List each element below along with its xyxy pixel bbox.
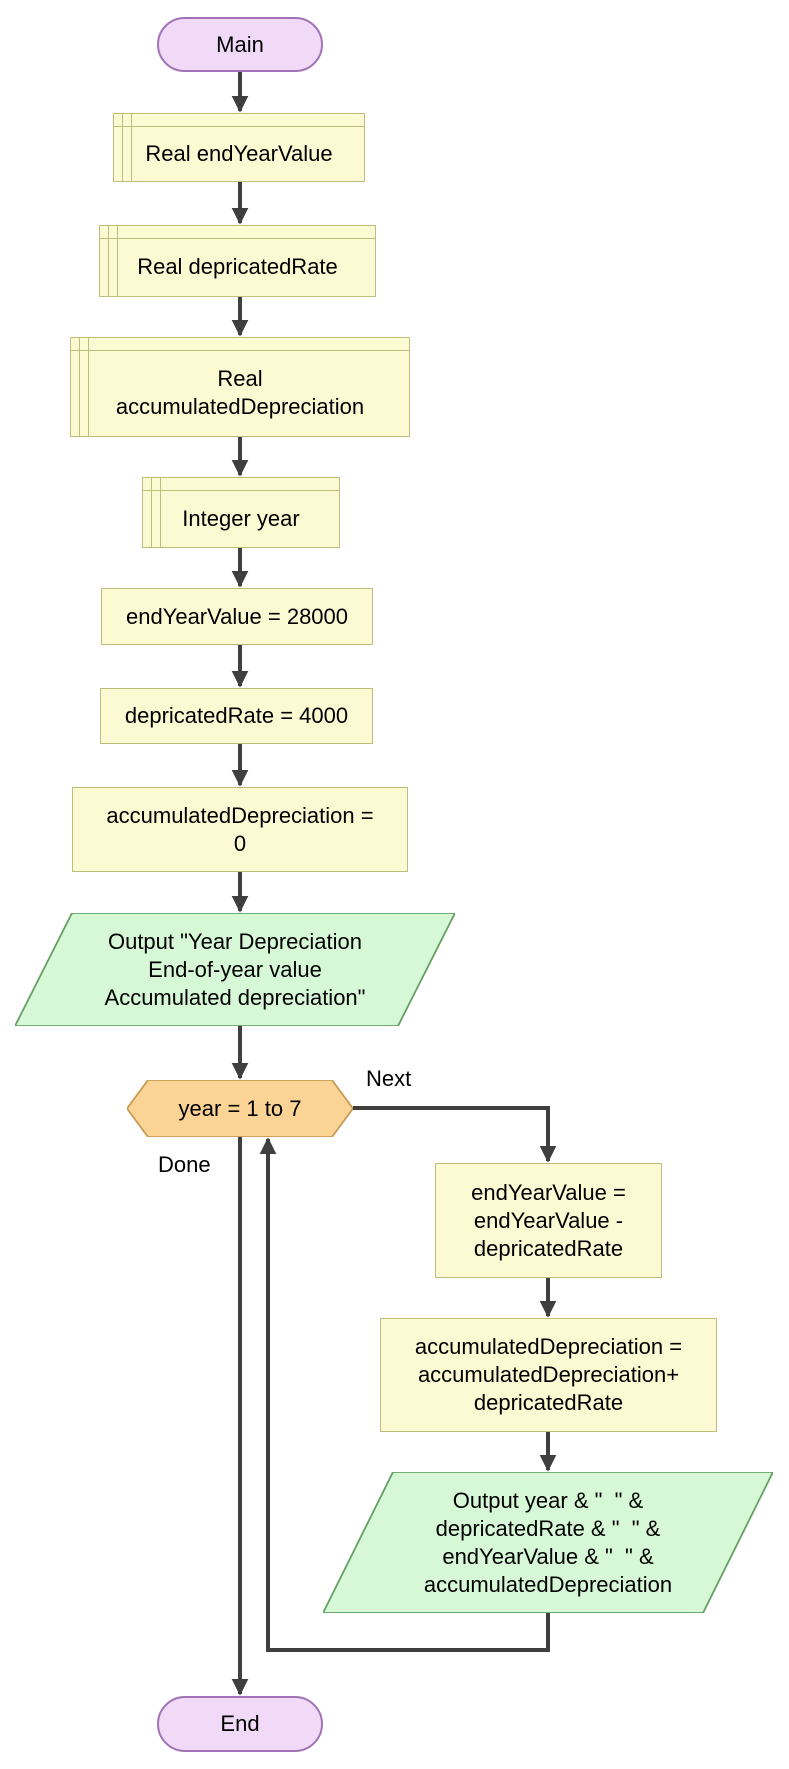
node-text: Output "Year Depreciation End-of-year va… bbox=[105, 928, 366, 1012]
output-parallelogram-shape bbox=[323, 1472, 773, 1613]
node-line: Real depricatedRate bbox=[137, 254, 338, 279]
node-line: Integer year bbox=[182, 505, 300, 531]
node-line: accumulatedDepreciation bbox=[423, 1571, 673, 1597]
node-line: Output "Year Depreciation bbox=[107, 928, 363, 954]
node-line: 0 bbox=[233, 830, 247, 856]
node-line: Output year & " " & bbox=[452, 1487, 644, 1513]
assign-end-year-value[interactable]: endYearValue = 28000 bbox=[101, 588, 373, 645]
edge-loop-next-branch bbox=[353, 1106, 557, 1163]
declare-marker-line bbox=[100, 238, 375, 239]
node-text: year = 1 to 7 bbox=[179, 1095, 302, 1123]
node-line: Real bbox=[217, 366, 263, 391]
declare-marker-line bbox=[122, 114, 123, 181]
declare-marker-line bbox=[143, 490, 339, 491]
declare-accumulated-depreciation[interactable]: Real accumulatedDepreciation bbox=[70, 337, 410, 437]
declare-marker-line bbox=[108, 226, 109, 296]
output-parallelogram-shape bbox=[15, 913, 455, 1026]
declare-marker-line bbox=[117, 226, 118, 296]
loop-year[interactable]: year = 1 to 7 bbox=[127, 1080, 353, 1137]
node-line: accumulatedDepreciation = bbox=[414, 1334, 683, 1359]
node-label: End bbox=[220, 1711, 260, 1736]
declare-marker-line bbox=[131, 114, 132, 181]
node-label: year = 1 to 7 bbox=[178, 1095, 302, 1121]
declare-marker-line bbox=[71, 350, 409, 351]
node-line: accumulatedDepreciation+ bbox=[417, 1362, 680, 1387]
edge-label-done: Done bbox=[158, 1152, 211, 1177]
loop-assign-accumulated-depreciation[interactable]: accumulatedDepreciation = accumulatedDep… bbox=[380, 1318, 717, 1432]
edge-loop-return bbox=[259, 1137, 550, 1652]
declare-marker-line bbox=[114, 126, 364, 127]
edge-label-next: Next bbox=[366, 1066, 412, 1091]
terminal-end[interactable]: End bbox=[157, 1696, 323, 1752]
declare-depricated-rate[interactable]: Real depricatedRate bbox=[99, 225, 376, 297]
node-line: depricatedRate bbox=[473, 1235, 624, 1261]
node-label: Main bbox=[216, 31, 264, 57]
node-line: depricatedRate = 4000 bbox=[124, 703, 349, 728]
node-line: endYearValue & " " & bbox=[442, 1543, 654, 1569]
assign-accumulated-depreciation[interactable]: accumulatedDepreciation = 0 bbox=[72, 787, 408, 872]
terminal-main[interactable]: Main bbox=[157, 17, 323, 72]
node-line: Real endYearValue bbox=[145, 140, 333, 166]
declare-marker-line bbox=[151, 478, 152, 547]
declare-end-year-value[interactable]: Real endYearValue bbox=[113, 113, 365, 182]
node-line: accumulatedDepreciation bbox=[115, 394, 365, 419]
declare-marker-line bbox=[79, 338, 80, 436]
declare-marker-line bbox=[160, 478, 161, 547]
node-line: endYearValue = 28000 bbox=[125, 603, 349, 629]
node-line: depricatedRate & " " & bbox=[435, 1515, 661, 1541]
node-line: endYearValue = bbox=[471, 1179, 626, 1205]
node-line: accumulatedDepreciation = bbox=[106, 802, 374, 828]
node-line: End-of-year value bbox=[148, 956, 322, 982]
node-line: endYearValue - bbox=[473, 1207, 624, 1233]
loop-output[interactable]: Output year & " " & depricatedRate & " "… bbox=[323, 1472, 773, 1613]
loop-hexagon-shape bbox=[127, 1080, 353, 1137]
declare-marker-line bbox=[88, 338, 89, 436]
declare-year[interactable]: Integer year bbox=[142, 477, 340, 548]
node-line: depricatedRate bbox=[473, 1390, 624, 1415]
assign-depricated-rate[interactable]: depricatedRate = 4000 bbox=[100, 688, 373, 744]
output-header[interactable]: Output "Year Depreciation End-of-year va… bbox=[15, 913, 455, 1026]
node-text: Output year & " " & depricatedRate & " "… bbox=[424, 1487, 672, 1599]
loop-assign-end-year-value[interactable]: endYearValue = endYearValue - depricated… bbox=[435, 1163, 662, 1278]
node-line: Accumulated depreciation" bbox=[104, 984, 366, 1010]
